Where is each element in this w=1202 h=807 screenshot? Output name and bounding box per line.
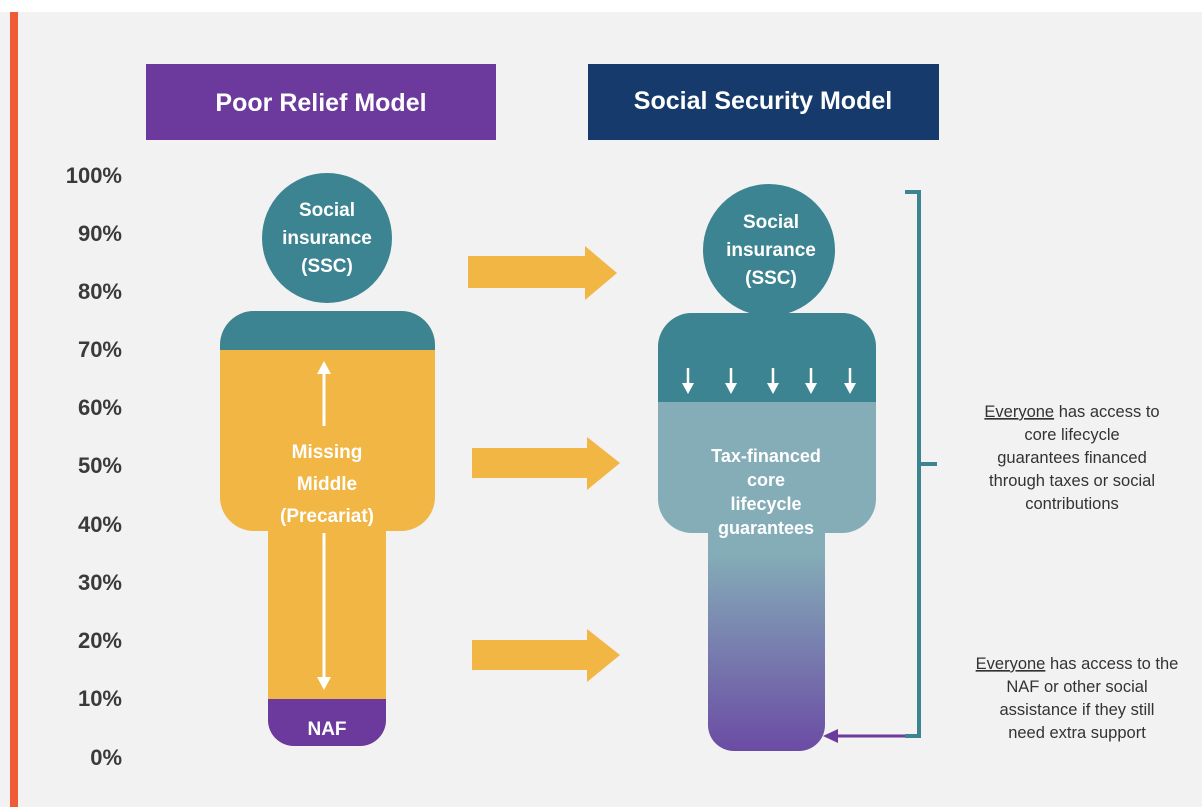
note-line: guarantees financed bbox=[997, 449, 1147, 467]
social-security-head-line: (SSC) bbox=[745, 268, 797, 289]
missing-middle-line: Missing bbox=[292, 442, 363, 463]
down-arrow-icon bbox=[725, 368, 737, 394]
down-arrow-icon bbox=[682, 368, 694, 394]
note-emphasis: Everyone bbox=[976, 655, 1046, 673]
missing-middle-line: Middle bbox=[297, 474, 357, 495]
tax-financed-line: Tax-financed bbox=[711, 446, 821, 466]
note-line: contributions bbox=[1025, 495, 1119, 513]
y-tick-label: 20% bbox=[78, 628, 122, 653]
y-tick-label: 60% bbox=[78, 395, 122, 420]
left-arrow-icon bbox=[823, 729, 905, 743]
missing-middle-line: (Precariat) bbox=[280, 506, 374, 527]
social-security-header: Social Security Model bbox=[634, 87, 892, 115]
y-tick-label: 80% bbox=[78, 279, 122, 304]
note-line: need extra support bbox=[1008, 724, 1146, 742]
right-arrow-icon bbox=[468, 246, 617, 300]
poor-relief-head-line: (SSC) bbox=[301, 256, 353, 277]
ssc-coverage-band bbox=[220, 311, 435, 350]
social-security-head bbox=[703, 184, 835, 316]
note-line: core lifecycle bbox=[1024, 426, 1119, 444]
note-line: NAF or other social bbox=[1006, 678, 1147, 696]
note-naf-access: Everyone has access to the NAF or other … bbox=[976, 655, 1179, 742]
naf-label: NAF bbox=[307, 719, 346, 740]
y-tick-label: 50% bbox=[78, 453, 122, 478]
accent-bar bbox=[10, 12, 18, 807]
background-panel bbox=[0, 12, 1202, 807]
note-first-line: Everyone has access to the bbox=[976, 655, 1179, 673]
poor-relief-header: Poor Relief Model bbox=[215, 89, 426, 117]
y-tick-label: 100% bbox=[66, 163, 122, 188]
social-security-head-line: Social bbox=[743, 212, 799, 233]
double-arrow-icon bbox=[317, 361, 331, 690]
social-security-head-line: insurance bbox=[726, 240, 816, 261]
down-arrow-icon bbox=[805, 368, 817, 394]
note-line: assistance if they still bbox=[1000, 701, 1155, 719]
down-arrow-icon bbox=[844, 368, 856, 394]
down-arrow-icon bbox=[767, 368, 779, 394]
note-first-line-rest: has access to bbox=[1054, 403, 1159, 421]
right-arrow-icon bbox=[472, 629, 620, 682]
ssc-coverage-band bbox=[658, 313, 876, 402]
tax-financed-line: lifecycle bbox=[730, 494, 801, 514]
social-security-header-box bbox=[588, 64, 939, 140]
y-tick-label: 0% bbox=[90, 745, 122, 770]
poor-relief-head-line: insurance bbox=[282, 228, 372, 249]
note-first-line-rest: has access to the bbox=[1045, 655, 1178, 673]
y-tick-label: 90% bbox=[78, 221, 122, 246]
tax-financed-line: guarantees bbox=[718, 518, 814, 538]
y-axis: 100% 90% 80% 70% 60% 50% 40% 30% 20% 10%… bbox=[66, 163, 122, 770]
tax-financed-line: core bbox=[747, 470, 785, 490]
poor-relief-head-line: Social bbox=[299, 200, 355, 221]
y-tick-label: 30% bbox=[78, 570, 122, 595]
poor-relief-head bbox=[262, 173, 392, 303]
note-line: through taxes or social bbox=[989, 472, 1155, 490]
y-tick-label: 10% bbox=[78, 686, 122, 711]
poor-relief-header-box bbox=[146, 64, 496, 140]
bracket-icon bbox=[905, 190, 937, 738]
note-emphasis: Everyone bbox=[984, 403, 1054, 421]
note-first-line: Everyone has access to bbox=[984, 403, 1159, 421]
note-core-lifecycle: Everyone has access to core lifecycle gu… bbox=[984, 403, 1159, 513]
y-tick-label: 70% bbox=[78, 337, 122, 362]
right-arrow-icon bbox=[472, 437, 620, 490]
y-tick-label: 40% bbox=[78, 512, 122, 537]
